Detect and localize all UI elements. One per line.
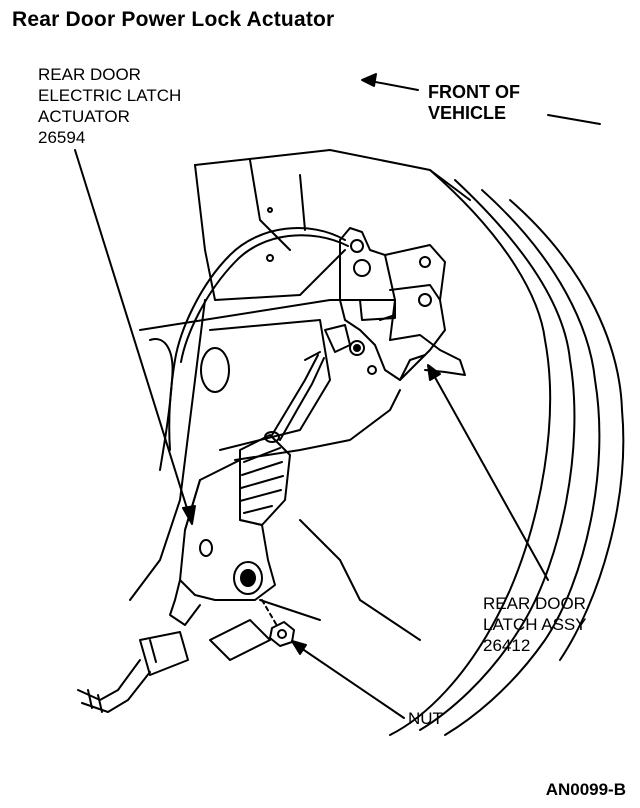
diagram-title: Rear Door Power Lock Actuator [12,8,335,31]
nut-label: NUT [408,709,443,728]
door-edge [389,169,625,736]
door-frame [129,149,471,661]
figure-code: AN0099-B [545,780,626,799]
front-of-vehicle-label: FRONT OF VEHICLE [428,82,520,123]
actuator-cable [149,227,349,471]
actuator-label: REAR DOOR ELECTRIC LATCH ACTUATOR 26594 [38,65,182,147]
leader-lines [74,149,549,719]
latch-assembly-icon [324,227,466,381]
electrical-connector-icon [77,631,189,713]
front-arrow-icon [361,73,601,125]
electric-latch-actuator-icon [169,431,291,626]
actuator-link-rod [271,351,325,441]
